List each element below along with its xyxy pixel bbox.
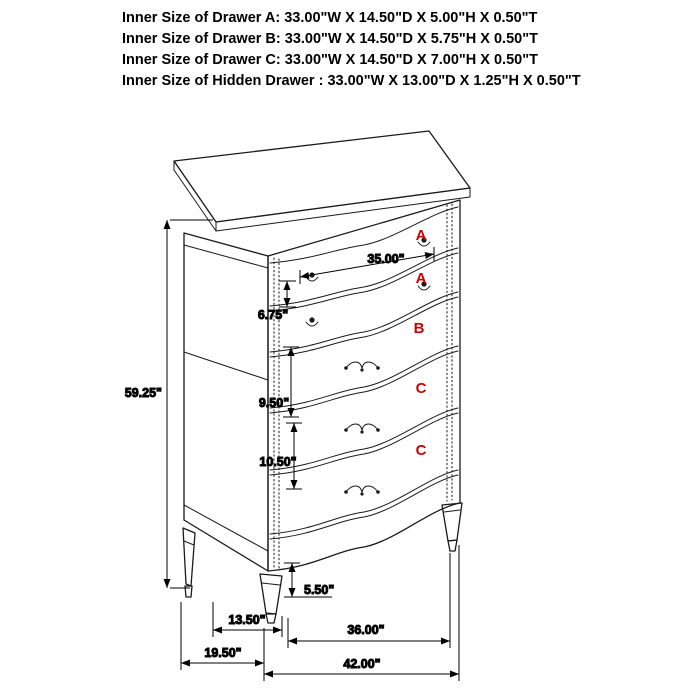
dimension-top-drawer-width: 35.00" bbox=[299, 247, 435, 284]
dim-label-drawer-a-height: 6.75" bbox=[258, 308, 288, 322]
dimension-overall-depth: 19.50" bbox=[180, 602, 265, 681]
chest-side-panel bbox=[183, 232, 269, 572]
corner-pilasters bbox=[273, 203, 453, 570]
dim-label-overall-height: 59.25" bbox=[125, 386, 162, 400]
spec-line-drawer-a: Inner Size of Drawer A: 33.00"W X 14.50"… bbox=[122, 10, 538, 26]
dimension-overall-width: 42.00" bbox=[264, 545, 460, 681]
drawer-label-a2: A bbox=[416, 270, 427, 287]
dim-label-overall-width: 42.00" bbox=[343, 657, 380, 671]
chest-legs bbox=[182, 502, 463, 624]
spec-line-hidden-drawer: Inner Size of Hidden Drawer : 33.00"W X … bbox=[122, 73, 581, 89]
dimension-overall-height: 59.25" bbox=[124, 219, 213, 589]
dimension-side-leg-spacing: 13.50" bbox=[212, 602, 283, 637]
spec-line-drawer-b: Inner Size of Drawer B: 33.00"W X 14.50"… bbox=[122, 31, 538, 47]
dimension-drawer-a-height: 6.75" bbox=[257, 280, 296, 323]
inner-size-spec-block: Inner Size of Drawer A: 33.00"W X 14.50"… bbox=[122, 8, 592, 92]
drawer-label-c2: C bbox=[416, 442, 427, 459]
dim-label-drawer-c-height: 10.50" bbox=[259, 455, 296, 469]
dimension-leg-height: 5.50" bbox=[284, 562, 335, 598]
dim-label-front-leg-spacing: 36.00" bbox=[347, 623, 384, 637]
chest-front bbox=[267, 199, 461, 572]
spec-line-drawer-c: Inner Size of Drawer C: 33.00"W X 14.50"… bbox=[122, 52, 538, 68]
dimension-drawer-c-height: 10.50" bbox=[259, 422, 302, 490]
dim-label-top-drawer-width: 35.00" bbox=[367, 252, 404, 266]
drawer-label-b: B bbox=[414, 320, 425, 337]
chest-drawing bbox=[173, 130, 471, 624]
dimension-drawer-b-height: 9.50" bbox=[258, 346, 299, 418]
dimension-front-leg-spacing: 36.00" bbox=[287, 553, 451, 648]
drawer-dividers bbox=[269, 247, 459, 540]
dim-label-leg-height: 5.50" bbox=[304, 583, 334, 597]
dim-label-drawer-b-height: 9.50" bbox=[259, 396, 289, 410]
drawer-label-c1: C bbox=[416, 380, 427, 397]
dim-label-overall-depth: 19.50" bbox=[204, 646, 241, 660]
chest-top bbox=[173, 130, 471, 232]
drawer-label-a1: A bbox=[416, 227, 427, 244]
dim-label-side-leg-spacing: 13.50" bbox=[228, 613, 265, 627]
